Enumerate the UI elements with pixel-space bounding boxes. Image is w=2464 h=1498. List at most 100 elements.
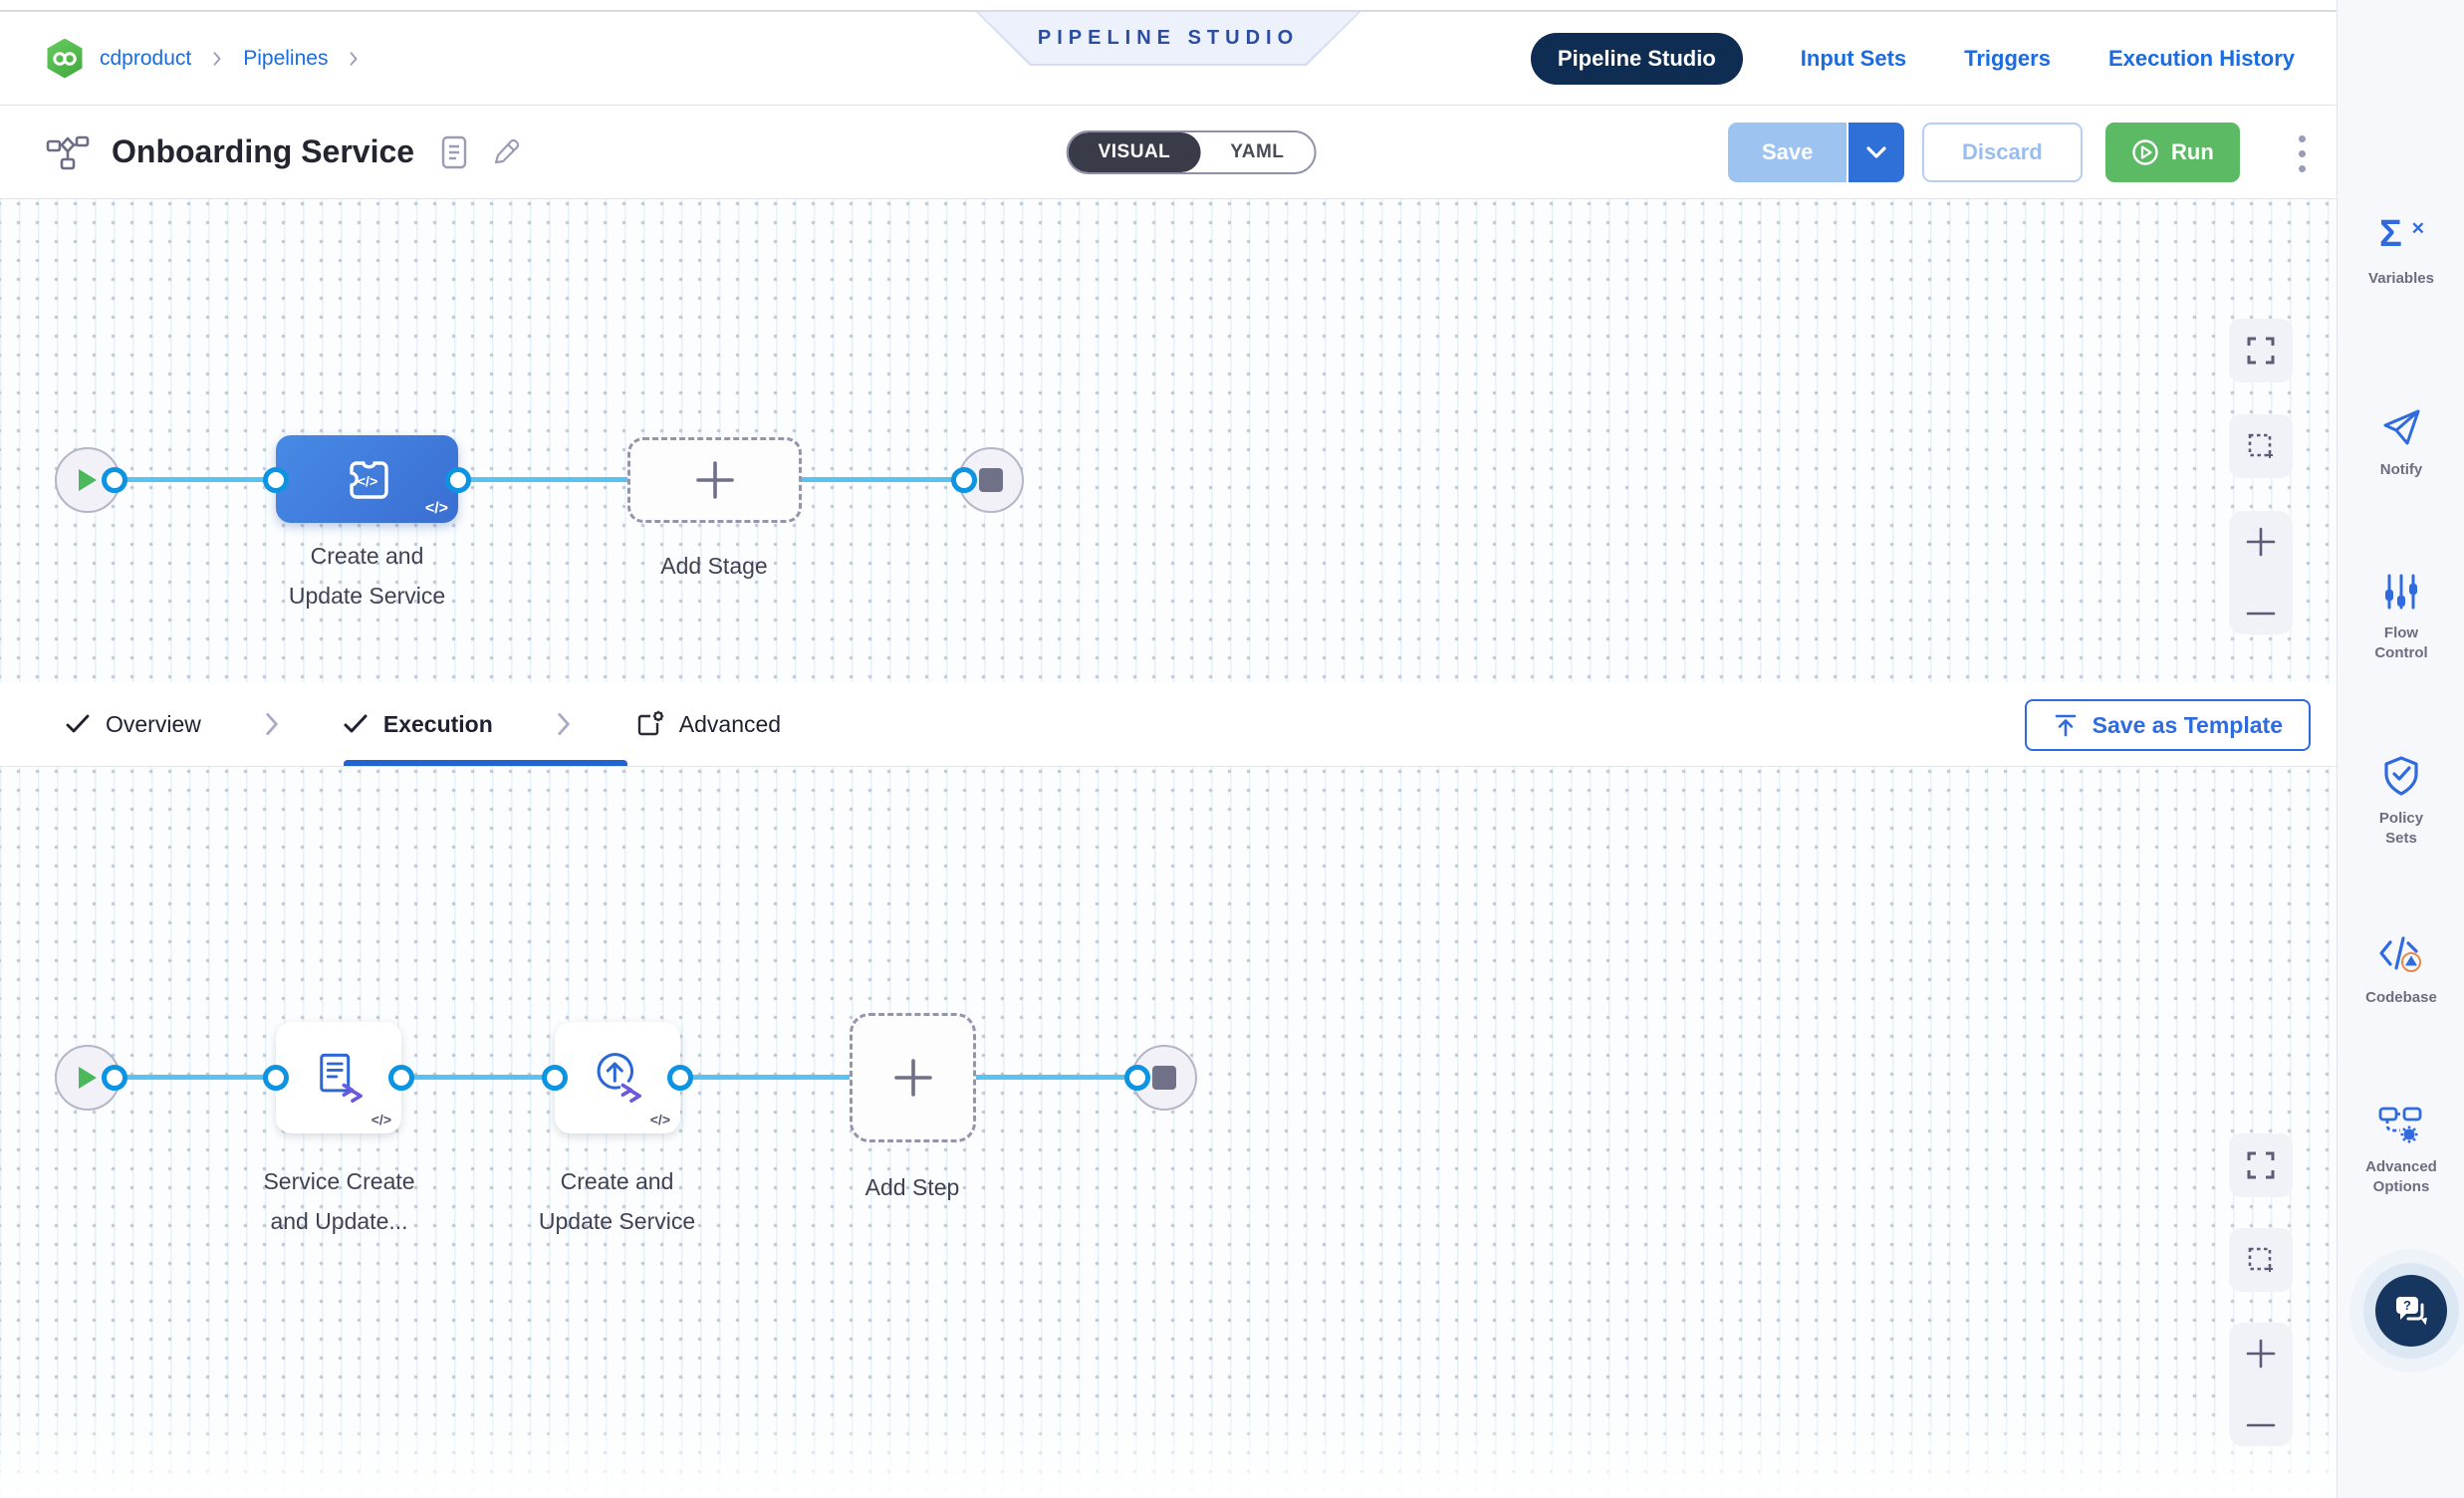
pipeline-gear-icon [2378, 1107, 2422, 1143]
execution-step-canvas[interactable]: </> </> [0, 767, 2337, 1498]
infinity-icon [53, 51, 77, 66]
stage-node-create-update-service[interactable]: </> </> [276, 435, 458, 523]
add-stage-button[interactable] [627, 437, 802, 523]
stage-canvas[interactable]: </> </> Create and Update Service Add St… [0, 199, 2337, 682]
tab-execution-label: Execution [382, 710, 493, 737]
sliders-icon [2385, 574, 2417, 610]
connector-port[interactable] [102, 1065, 127, 1091]
tab-execution[interactable]: Execution [333, 711, 503, 738]
nav-tab-input-sets[interactable]: Input Sets [1800, 45, 1907, 71]
fullscreen-icon [2247, 337, 2275, 365]
nav-tab-pipeline-studio[interactable]: Pipeline Studio [1530, 32, 1743, 85]
breadcrumb-pipelines-link[interactable]: Pipelines [243, 46, 329, 70]
terraform-apply-step-icon [597, 1053, 641, 1103]
zoom-controls [2229, 1323, 2293, 1446]
upload-icon [2055, 714, 2076, 737]
top-nav-tabs: Pipeline Studio Input Sets Triggers Exec… [1530, 32, 2295, 85]
save-as-template-button[interactable]: Save as Template [2024, 699, 2311, 751]
pipeline-titlebar: Onboarding Service VISUAL YAML Save [0, 106, 2337, 199]
connector-port[interactable] [388, 1065, 414, 1091]
add-stage-label: Add Stage [660, 553, 768, 579]
connector-port[interactable] [542, 1065, 568, 1091]
save-menu-button[interactable] [1847, 123, 1905, 182]
sidebar-item-advanced-options[interactable]: Advanced Options [2338, 1104, 2464, 1197]
canvas-bottom-fade [0, 1403, 2337, 1498]
sidebar-item-flow-control[interactable]: Flow Control [2338, 572, 2464, 663]
right-sidebar: Σ✕ Variables Notify Flow Control Polic [2337, 0, 2464, 1498]
harness-cd-module-icon[interactable] [47, 38, 83, 79]
multi-select-button[interactable] [2229, 1228, 2293, 1292]
terraform-doc-step-icon [320, 1053, 363, 1103]
marquee-select-icon [2248, 1247, 2273, 1272]
step-label: Service Create and Update... [263, 1168, 415, 1234]
nav-tab-execution-history[interactable]: Execution History [2107, 45, 2295, 71]
description-doc-icon[interactable] [440, 135, 468, 169]
fullscreen-button[interactable] [2229, 1133, 2293, 1197]
marquee-select-icon [2248, 433, 2273, 458]
breadcrumb-project-link[interactable]: cdproduct [100, 46, 192, 70]
connector-port[interactable] [1124, 1065, 1150, 1091]
sidebar-item-label: Notify [2379, 461, 2423, 478]
zoom-out-button[interactable] [2244, 1418, 2278, 1432]
sidebar-item-policy-sets[interactable]: Policy Sets [2338, 755, 2464, 849]
check-icon [344, 714, 368, 733]
connector-port[interactable] [667, 1065, 693, 1091]
studio-banner: PIPELINE STUDIO [976, 12, 1360, 66]
connector-port[interactable] [951, 467, 977, 493]
visual-yaml-toggle: VISUAL YAML [1066, 129, 1317, 174]
sidebar-item-notify[interactable]: Notify [2338, 406, 2464, 480]
multi-select-button[interactable] [2229, 414, 2293, 478]
tab-overview-label: Overview [106, 710, 201, 737]
save-split-button: Save [1728, 123, 1905, 182]
zoom-controls [2229, 511, 2293, 634]
studio-banner-label: PIPELINE STUDIO [978, 12, 1358, 64]
tab-advanced-label: Advanced [678, 710, 782, 737]
sidebar-item-label: Flow Control [2374, 624, 2428, 661]
save-button[interactable]: Save [1728, 123, 1848, 182]
edit-pencil-icon[interactable] [490, 136, 522, 168]
nav-tab-triggers[interactable]: Triggers [1964, 45, 2051, 71]
stage-label: Create and Update Service [288, 543, 446, 609]
toggle-yaml[interactable]: YAML [1230, 140, 1285, 162]
connector-port[interactable] [263, 467, 289, 493]
connector-port[interactable] [263, 1065, 289, 1091]
connector-port[interactable] [102, 467, 127, 493]
add-step-label: Add Step [864, 1174, 960, 1200]
play-icon [79, 1067, 97, 1089]
toggle-visual[interactable]: VISUAL [1068, 131, 1201, 172]
advanced-gear-doc-icon [637, 710, 663, 736]
active-tab-underline [344, 760, 627, 766]
add-step-button[interactable] [850, 1013, 976, 1142]
sidebar-item-codebase[interactable]: Codebase [2338, 934, 2464, 1008]
tab-advanced[interactable]: Advanced [624, 710, 791, 738]
sidebar-item-label: Variables [2368, 270, 2434, 287]
more-options-kebab-icon[interactable] [2287, 129, 2317, 177]
step-node-create-update-service[interactable]: </> [555, 1022, 680, 1133]
check-icon [66, 714, 90, 733]
play-icon [79, 469, 97, 491]
zoom-in-button[interactable] [2244, 1337, 2278, 1371]
page-title: Onboarding Service [112, 133, 415, 169]
svg-text:</>: </> [357, 473, 376, 489]
discard-button[interactable]: Discard [1922, 123, 2083, 182]
help-chat-button[interactable]: ? [2375, 1275, 2447, 1347]
chevron-right-icon [344, 49, 364, 69]
sidebar-item-label: Policy Sets [2378, 810, 2424, 847]
fullscreen-button[interactable] [2229, 319, 2293, 382]
zoom-in-button[interactable] [2244, 525, 2278, 559]
sidebar-item-label: Codebase [2365, 989, 2437, 1006]
save-as-template-label: Save as Template [2092, 711, 2283, 738]
connector-port[interactable] [445, 467, 471, 493]
step-node-service-create-update[interactable]: </> [276, 1022, 401, 1133]
custom-stage-icon: </> [349, 461, 388, 499]
main-column: PIPELINE STUDIO cdproduct Pipelines [0, 10, 2337, 1498]
sidebar-item-label: Advanced Options [2365, 1158, 2437, 1195]
edge-line [800, 477, 964, 482]
tab-overview[interactable]: Overview [55, 711, 211, 738]
stop-icon [979, 468, 1003, 492]
code-warning-icon [2379, 936, 2421, 972]
sidebar-item-variables[interactable]: Σ✕ Variables [2338, 213, 2464, 289]
breadcrumb: cdproduct Pipelines [46, 38, 364, 79]
zoom-out-button[interactable] [2244, 607, 2278, 621]
run-button[interactable]: Run [2105, 123, 2240, 182]
